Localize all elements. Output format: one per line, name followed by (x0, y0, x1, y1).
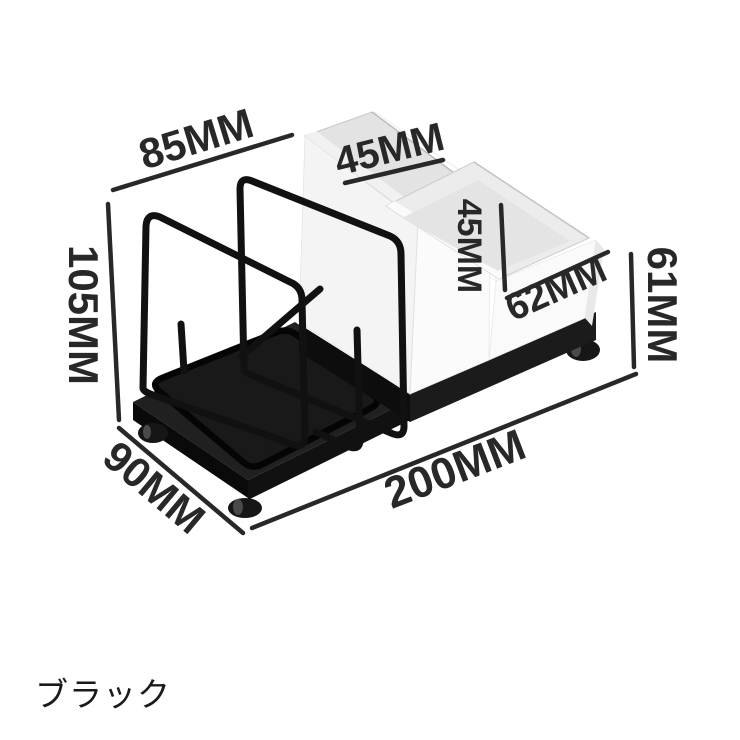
dimension-line-90mm (116, 425, 246, 536)
dimension-line-45mm-height (498, 202, 508, 293)
low-compartment-inner-shade (402, 180, 570, 271)
base-foot-highlight (143, 425, 151, 439)
wire-brace (238, 285, 324, 360)
dimension-line-105mm (105, 201, 122, 423)
dimension-line-85mm (110, 132, 295, 193)
dimension-line-61mm (628, 251, 637, 370)
base-tray (133, 312, 600, 518)
dimension-line-62mm (504, 249, 611, 301)
wire-descender (312, 326, 364, 452)
wire-rack (139, 176, 408, 452)
color-variant-label: ブラック (35, 675, 171, 714)
dimension-line-200mm (249, 371, 639, 531)
low-compartment-seam (473, 161, 590, 239)
base-foot (138, 423, 168, 443)
box-right-end-face (585, 240, 604, 326)
dimension-label-61mm: 61MM (639, 247, 686, 364)
wire-stub (177, 320, 188, 375)
base-foot-highlight (233, 499, 243, 515)
dimension-line-45mm-width (342, 157, 446, 186)
pedestal-left-face (299, 324, 410, 422)
box-edge-line (409, 221, 419, 395)
pedestal-front-face (410, 312, 596, 422)
dimension-label-45mm-height: 45MM (450, 199, 488, 293)
dimension-label-105mm: 105MM (60, 245, 107, 385)
wire-loop-inner (236, 176, 408, 439)
